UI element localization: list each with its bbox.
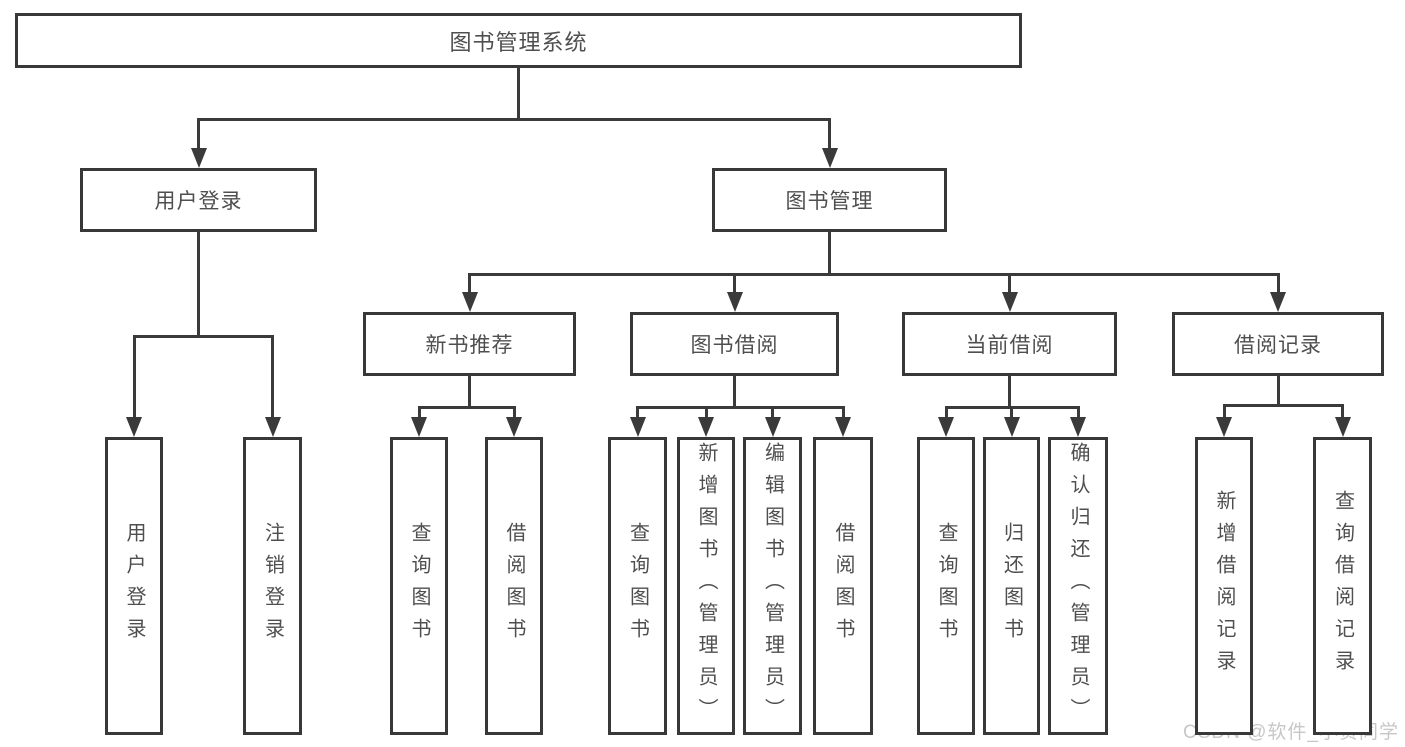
connector-drop xyxy=(1222,404,1226,418)
arrowhead-down-icon xyxy=(629,417,646,437)
connector-drop xyxy=(1076,406,1080,418)
connector-stem xyxy=(828,231,831,276)
connector-drop xyxy=(1008,273,1011,293)
connector-rail xyxy=(636,406,845,409)
node-label-current-borrowing: 当前借阅 xyxy=(965,334,1054,357)
node-label-leaf-bor-add-book: 新增图书（管理员） xyxy=(695,442,717,730)
node-label-book-management: 图书管理 xyxy=(785,190,874,213)
node-book-management: 图书管理 xyxy=(712,168,947,232)
node-system-root: 图书管理系统 xyxy=(15,13,1022,68)
node-leaf-cur-query-book: 查询图书 xyxy=(917,437,975,735)
node-leaf-rcd-add-record: 新增借阅记录 xyxy=(1195,437,1253,735)
connector-stem xyxy=(197,231,200,338)
node-label-book-borrowing: 图书借阅 xyxy=(690,334,779,357)
connector-drop xyxy=(636,406,639,418)
node-label-leaf-bor-borrow-book: 借阅图书 xyxy=(832,522,854,650)
node-leaf-rcd-query-record: 查询借阅记录 xyxy=(1313,437,1372,735)
node-leaf-bor-edit-book: 编辑图书（管理员） xyxy=(743,437,802,735)
connector-drop xyxy=(841,406,845,418)
node-label-leaf-rcd-query-record: 查询借阅记录 xyxy=(1331,490,1354,682)
arrowhead-down-icon xyxy=(1001,292,1018,312)
connector-drop xyxy=(1010,406,1013,418)
node-label-leaf-rec-query-book: 查询图书 xyxy=(408,522,430,650)
connector-drop xyxy=(197,118,200,149)
connector-stem xyxy=(1008,375,1011,409)
node-user-login: 用户登录 xyxy=(80,168,317,232)
connector-rail xyxy=(132,335,274,338)
connector-rail xyxy=(417,406,516,409)
node-leaf-cur-confirm-return: 确认归还（管理员） xyxy=(1048,437,1108,735)
arrowhead-down-icon xyxy=(461,292,478,312)
node-label-borrow-records: 借阅记录 xyxy=(1234,334,1322,357)
arrowhead-down-icon xyxy=(264,417,281,437)
connector-rail xyxy=(197,118,831,121)
arrowhead-down-icon xyxy=(1334,417,1351,437)
node-leaf-logout: 注销登录 xyxy=(243,437,302,735)
node-label-leaf-bor-query-book: 查询图书 xyxy=(626,522,649,650)
node-book-borrowing: 图书借阅 xyxy=(630,312,839,376)
node-leaf-rec-borrow-book: 借阅图书 xyxy=(485,437,543,735)
connector-rail xyxy=(468,273,1280,276)
node-leaf-bor-query-book: 查询图书 xyxy=(608,437,667,735)
node-label-leaf-cur-return-book: 归还图书 xyxy=(1000,522,1023,650)
node-label-leaf-logout: 注销登录 xyxy=(261,522,284,650)
connector-drop xyxy=(828,118,831,149)
connector-drop xyxy=(271,335,274,418)
arrowhead-down-icon xyxy=(1003,417,1020,437)
connector-stem xyxy=(517,67,520,121)
arrowhead-down-icon xyxy=(1216,417,1232,437)
connector-drop xyxy=(944,406,948,418)
arrowhead-down-icon xyxy=(411,417,427,437)
connector-drop xyxy=(771,406,774,418)
node-leaf-bor-borrow-book: 借阅图书 xyxy=(813,437,873,735)
node-label-new-book-recommend: 新书推荐 xyxy=(425,334,514,357)
connector-stem xyxy=(733,375,736,409)
arrowhead-down-icon xyxy=(835,417,851,437)
arrowhead-down-icon xyxy=(506,417,522,437)
node-leaf-cur-return-book: 归还图书 xyxy=(983,437,1040,735)
node-label-system-root: 图书管理系统 xyxy=(449,29,588,55)
node-label-leaf-bor-edit-book: 编辑图书（管理员） xyxy=(761,442,784,730)
node-borrow-records: 借阅记录 xyxy=(1172,312,1384,376)
arrowhead-down-icon xyxy=(698,417,714,437)
connector-drop xyxy=(468,273,471,293)
connector-stem xyxy=(468,375,471,409)
connector-drop xyxy=(1341,404,1344,418)
connector-drop xyxy=(1276,273,1280,293)
node-label-leaf-cur-query-book: 查询图书 xyxy=(935,522,957,650)
node-current-borrowing: 当前借阅 xyxy=(902,312,1117,376)
node-label-leaf-user-login: 用户登录 xyxy=(123,522,145,650)
connector-stem xyxy=(1276,375,1280,407)
node-new-book-recommend: 新书推荐 xyxy=(363,312,576,376)
connector-drop xyxy=(733,273,736,293)
arrowhead-down-icon xyxy=(126,417,142,437)
arrowhead-down-icon xyxy=(821,148,838,168)
connector-drop xyxy=(132,335,136,418)
node-label-user-login: 用户登录 xyxy=(154,190,243,213)
node-leaf-bor-add-book: 新增图书（管理员） xyxy=(677,437,735,735)
arrowhead-down-icon xyxy=(1270,292,1286,312)
node-label-leaf-rcd-add-record: 新增借阅记录 xyxy=(1213,490,1235,682)
arrowhead-down-icon xyxy=(1070,417,1086,437)
connector-rail xyxy=(1222,404,1344,407)
node-leaf-rec-query-book: 查询图书 xyxy=(390,437,448,735)
arrowhead-down-icon xyxy=(938,417,954,437)
connector-drop xyxy=(512,406,516,418)
arrowhead-down-icon xyxy=(726,292,743,312)
node-leaf-user-login: 用户登录 xyxy=(105,437,163,735)
node-label-leaf-cur-confirm-return: 确认归还（管理员） xyxy=(1067,442,1089,730)
arrowhead-down-icon xyxy=(764,417,781,437)
connector-drop xyxy=(417,406,421,418)
node-label-leaf-rec-borrow-book: 借阅图书 xyxy=(503,522,525,650)
arrowhead-down-icon xyxy=(190,148,207,168)
connector-drop xyxy=(704,406,708,418)
